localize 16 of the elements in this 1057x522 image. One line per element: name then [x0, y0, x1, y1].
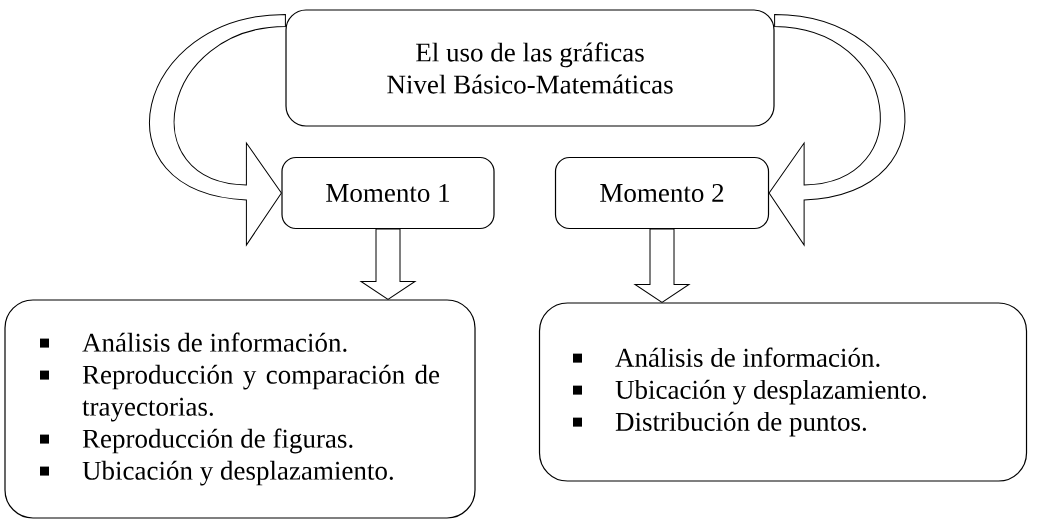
title-box: El uso de las gráficas Nivel Básico-Matemáticas — [285, 9, 775, 127]
list-item: Ubicación y desplazamiento. — [82, 460, 393, 486]
block-arrow — [768, 13, 905, 246]
list-box — [4, 299, 476, 519]
list-item: Reproducción y comparación de trayectorias. — [82, 364, 440, 422]
list-item: Análisis de información. — [615, 347, 880, 367]
block-arrow — [360, 228, 416, 300]
list-box — [538, 302, 1028, 482]
list-item: Distribución de puntos. — [615, 411, 866, 437]
list-item: Análisis de información. — [82, 332, 347, 352]
list-item: Ubicación y desplazamiento. — [615, 379, 926, 405]
block-arrow — [149, 13, 286, 246]
list-item: Reproducción de figuras. — [82, 428, 353, 454]
stage-box: Momento 2 — [554, 156, 770, 230]
stage-box: Momento 1 — [281, 156, 495, 230]
block-arrow — [634, 228, 690, 303]
